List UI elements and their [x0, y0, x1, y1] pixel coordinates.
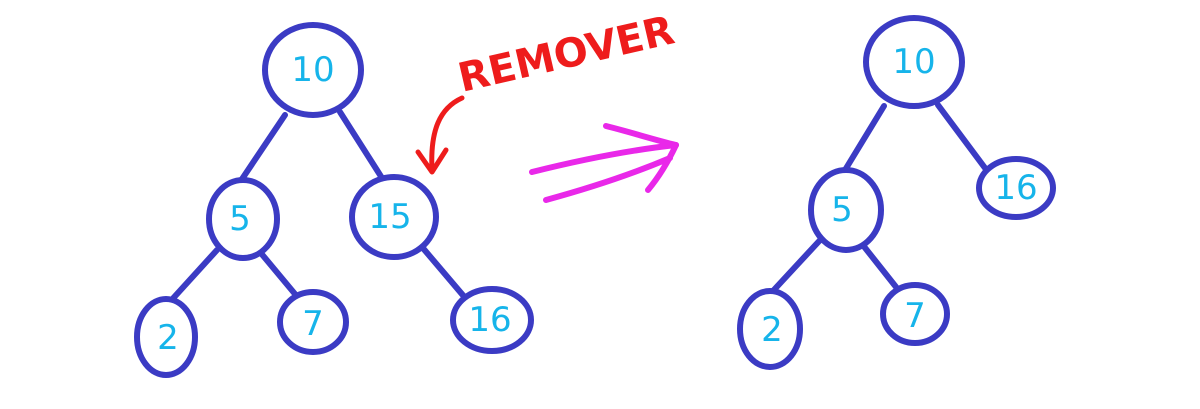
edge-5-2 [769, 235, 825, 295]
node-label: 16 [994, 168, 1037, 208]
node-circle [262, 22, 364, 118]
node-label: 2 [157, 318, 179, 358]
tree-node: 15 [349, 174, 439, 260]
edge-10-16 [935, 102, 988, 171]
node-circle [863, 15, 965, 109]
node-label: 10 [291, 50, 334, 90]
arrow-head [603, 123, 679, 193]
edge-10-5 [235, 112, 288, 188]
edge-10-5 [839, 103, 887, 178]
edge-15-16 [419, 244, 470, 303]
node-label: 5 [831, 190, 853, 230]
edge-10-15 [337, 109, 385, 181]
tree-node: 2 [134, 296, 198, 378]
node-label: 7 [904, 296, 926, 336]
node-label: 5 [229, 199, 251, 239]
tree-node: 10 [863, 15, 965, 109]
tree-node: 10 [262, 22, 364, 118]
remove-label: REMOVER [454, 7, 679, 101]
tree-node: 16 [450, 286, 534, 354]
remove-pointer-arrow [429, 95, 465, 173]
node-circle [206, 177, 280, 261]
node-label: 15 [368, 197, 411, 237]
tree-node: 7 [277, 289, 349, 355]
node-circle [349, 174, 439, 260]
edge-5-7 [257, 249, 303, 303]
remove-pointer-arrowhead [415, 147, 449, 175]
node-circle [808, 167, 884, 253]
arrow-shaft-bottom [543, 155, 673, 203]
node-circle [450, 286, 534, 354]
arrow-shaft-top [529, 142, 679, 175]
node-circle [737, 288, 803, 370]
node-circle [976, 156, 1056, 220]
node-circle [880, 282, 950, 346]
tree-node: 5 [206, 177, 280, 261]
node-label: 2 [761, 310, 783, 350]
node-label: 10 [892, 42, 935, 82]
node-label: 7 [302, 304, 324, 344]
edge-5-7 [859, 241, 903, 295]
tree-after: 10 5 16 2 7 [737, 15, 1056, 370]
edge-5-2 [164, 247, 220, 308]
tree-node: 2 [737, 288, 803, 370]
node-circle [134, 296, 198, 378]
tree-node: 16 [976, 156, 1056, 220]
node-label: 16 [468, 300, 511, 340]
tree-before: 10 5 15 2 7 16 [134, 22, 534, 378]
tree-node: 7 [880, 282, 950, 346]
node-circle [277, 289, 349, 355]
transform-arrow [529, 123, 679, 203]
tree-node: 5 [808, 167, 884, 253]
